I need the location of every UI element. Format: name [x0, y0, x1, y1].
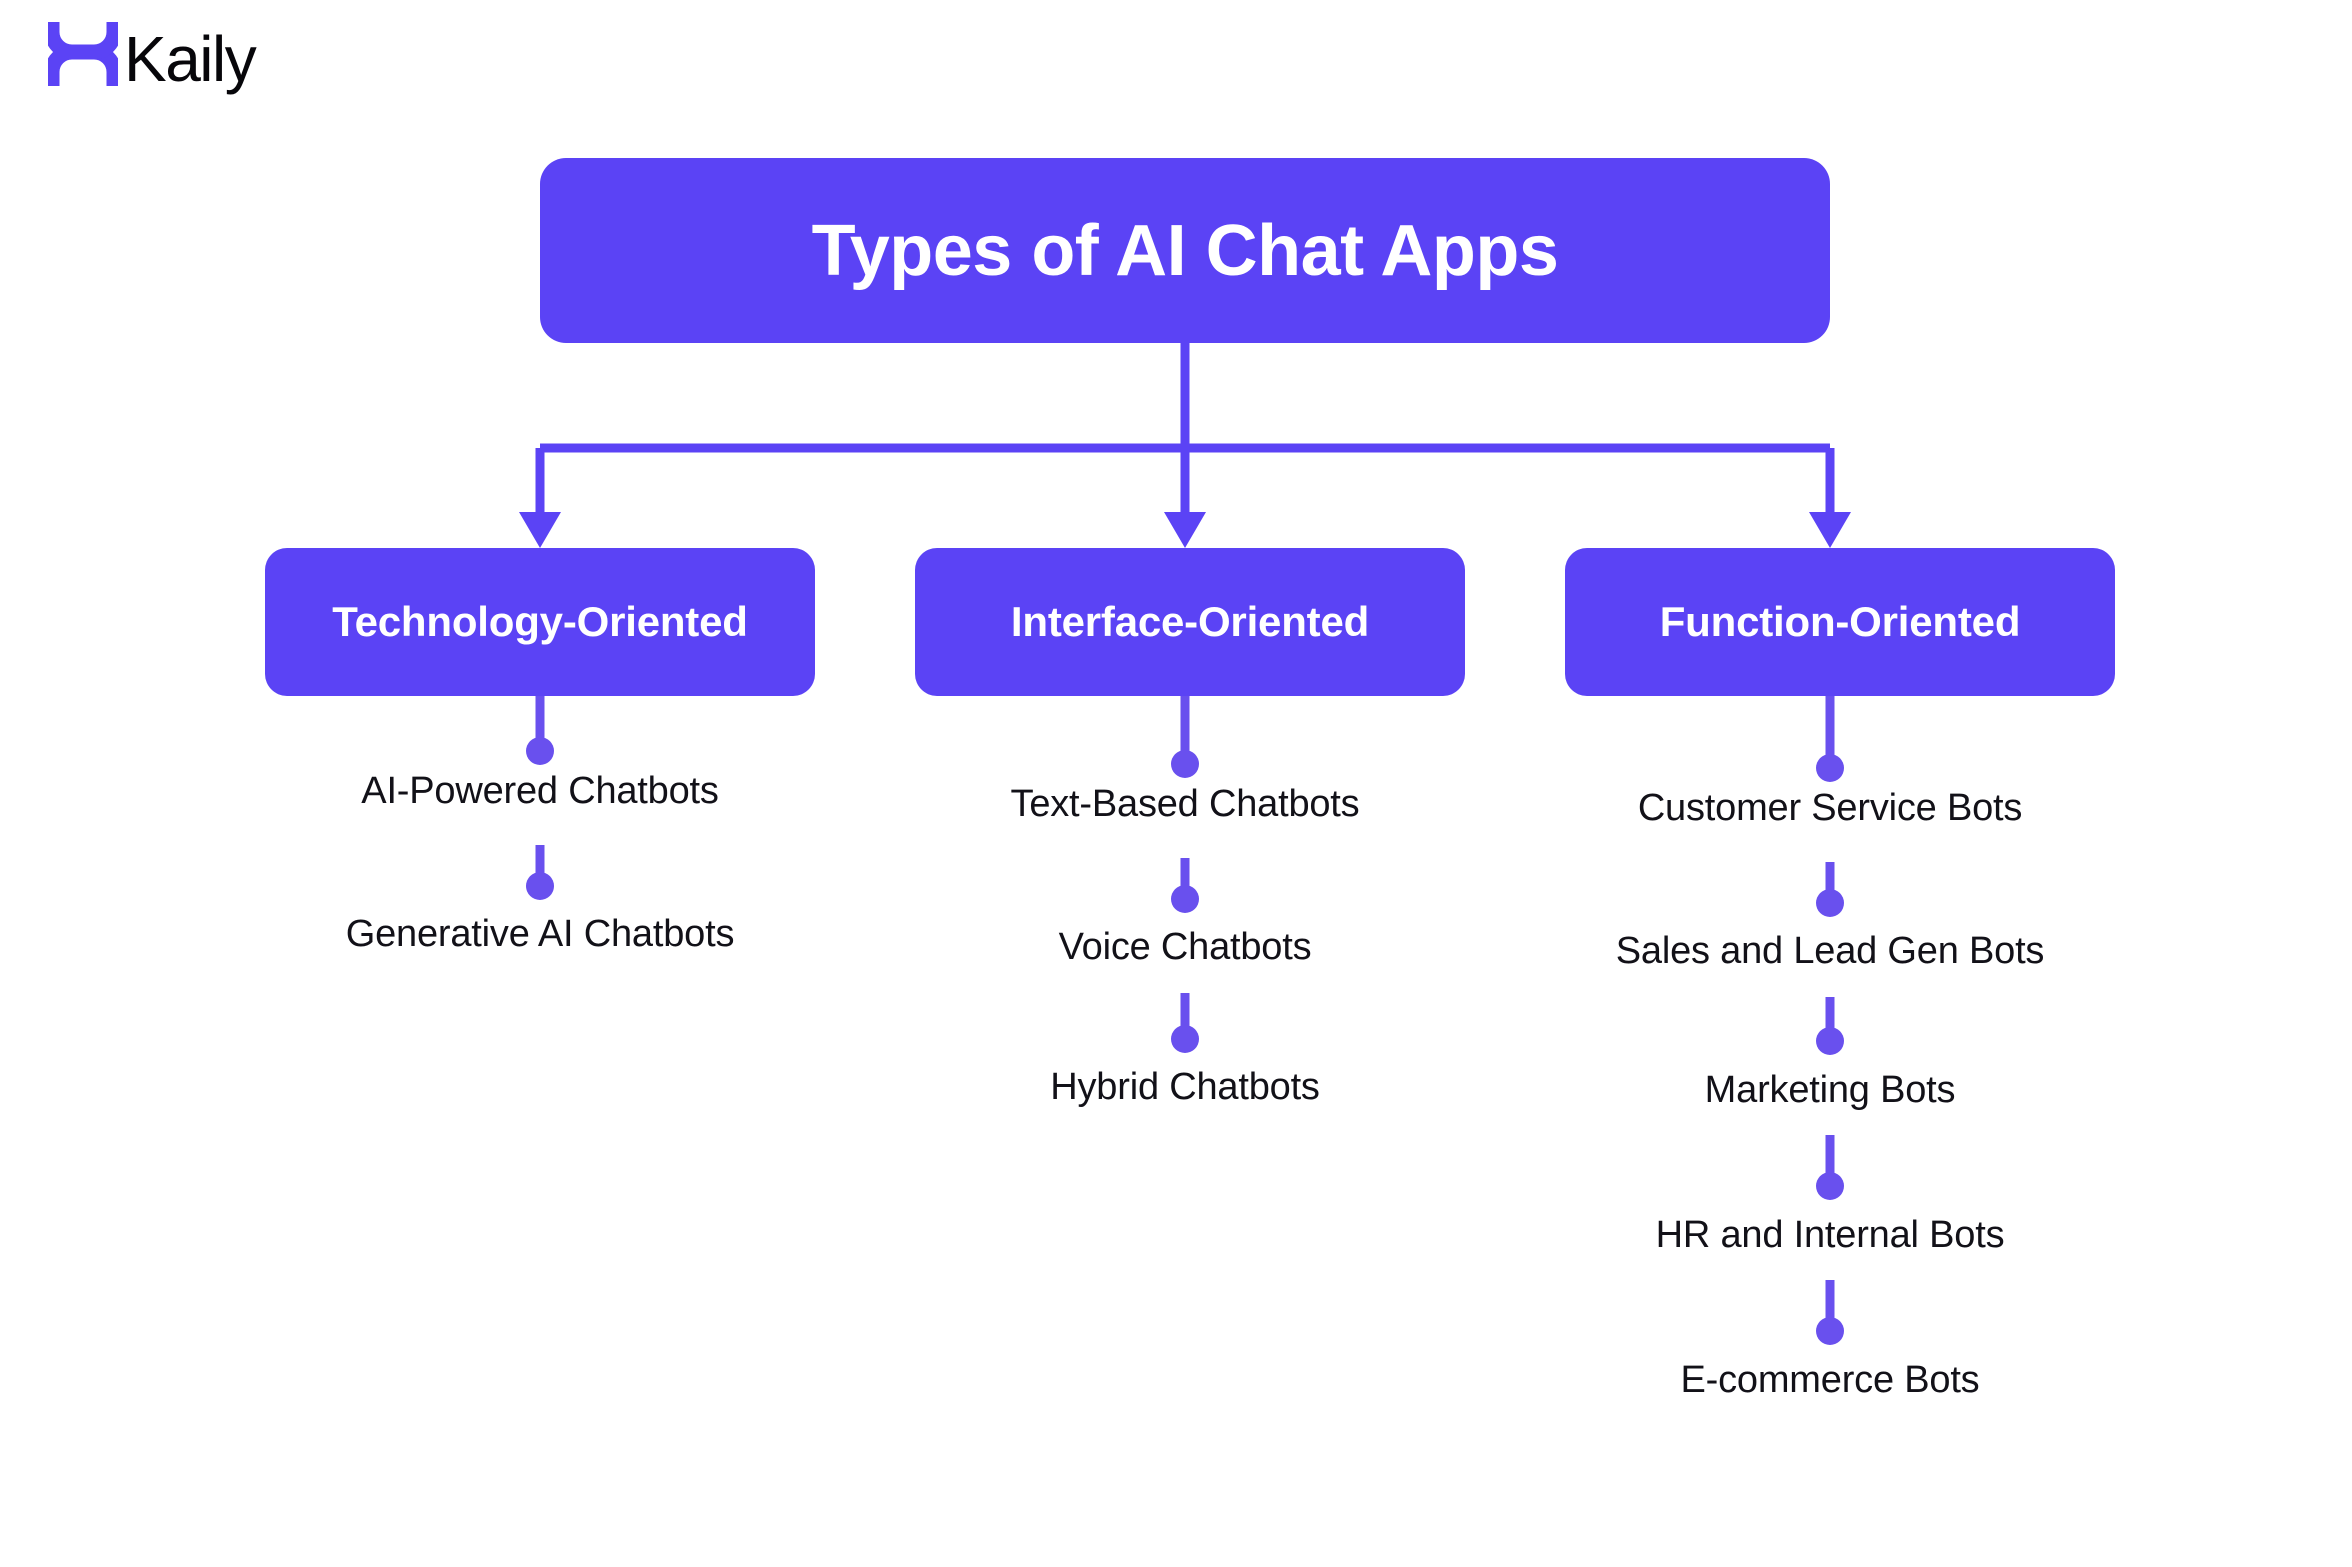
root-node[interactable]: Types of AI Chat Apps	[540, 158, 1830, 343]
leaf-label: AI-Powered Chatbots	[361, 770, 719, 812]
leaf-label: Sales and Lead Gen Bots	[1615, 930, 2045, 972]
root-node-label: Types of AI Chat Apps	[811, 210, 1559, 291]
leaf-label: Marketing Bots	[1704, 1069, 1956, 1111]
branch-node-label: Technology-Oriented	[332, 598, 748, 645]
leaf-label: Generative AI Chatbots	[345, 913, 735, 955]
brand-wordmark: Kaily	[124, 22, 257, 95]
branch-node-function-oriented[interactable]: Function-Oriented	[1565, 548, 2115, 696]
leaf-label: HR and Internal Bots	[1655, 1214, 2005, 1256]
leaf-label: Voice Chatbots	[1058, 926, 1312, 968]
branch-node-label: Function-Oriented	[1659, 598, 2021, 645]
brand-logo[interactable]: Kaily	[44, 18, 257, 95]
branch-node-technology-oriented[interactable]: Technology-Oriented	[265, 548, 815, 696]
kaily-x-mark-icon	[44, 18, 122, 95]
leaf-label: Hybrid Chatbots	[1050, 1066, 1320, 1108]
branch-node-label: Interface-Oriented	[1010, 598, 1370, 645]
branch-node-interface-oriented[interactable]: Interface-Oriented	[915, 548, 1465, 696]
leaf-label: E-commerce Bots	[1680, 1359, 1980, 1401]
leaf-label: Customer Service Bots	[1637, 787, 2023, 829]
leaf-label: Text-Based Chatbots	[1010, 783, 1360, 825]
